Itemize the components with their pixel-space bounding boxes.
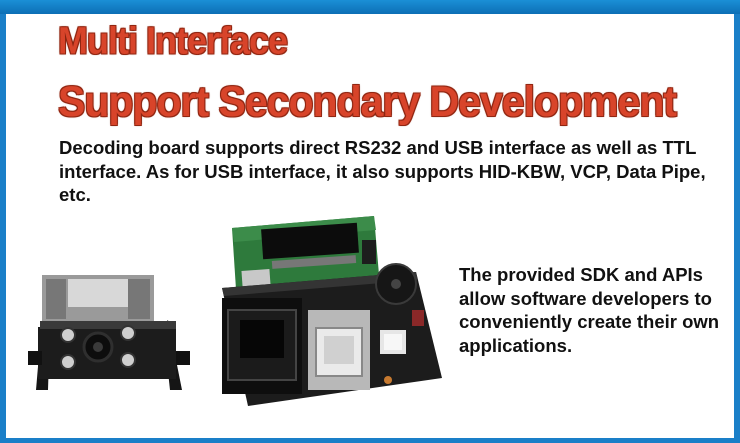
top-border — [0, 0, 740, 14]
interface-description: Decoding board supports direct RS232 and… — [59, 137, 706, 205]
decoder-board-image — [222, 216, 442, 406]
bottom-border — [0, 438, 740, 443]
left-border — [0, 14, 6, 443]
right-border — [734, 14, 740, 443]
scan-engine-image — [28, 275, 190, 390]
headline-line-2: Support Secondary Development — [58, 77, 677, 126]
sdk-description: The provided SDK and APIs allow software… — [459, 264, 720, 356]
headline-line-1: Multi Interface — [58, 19, 288, 63]
